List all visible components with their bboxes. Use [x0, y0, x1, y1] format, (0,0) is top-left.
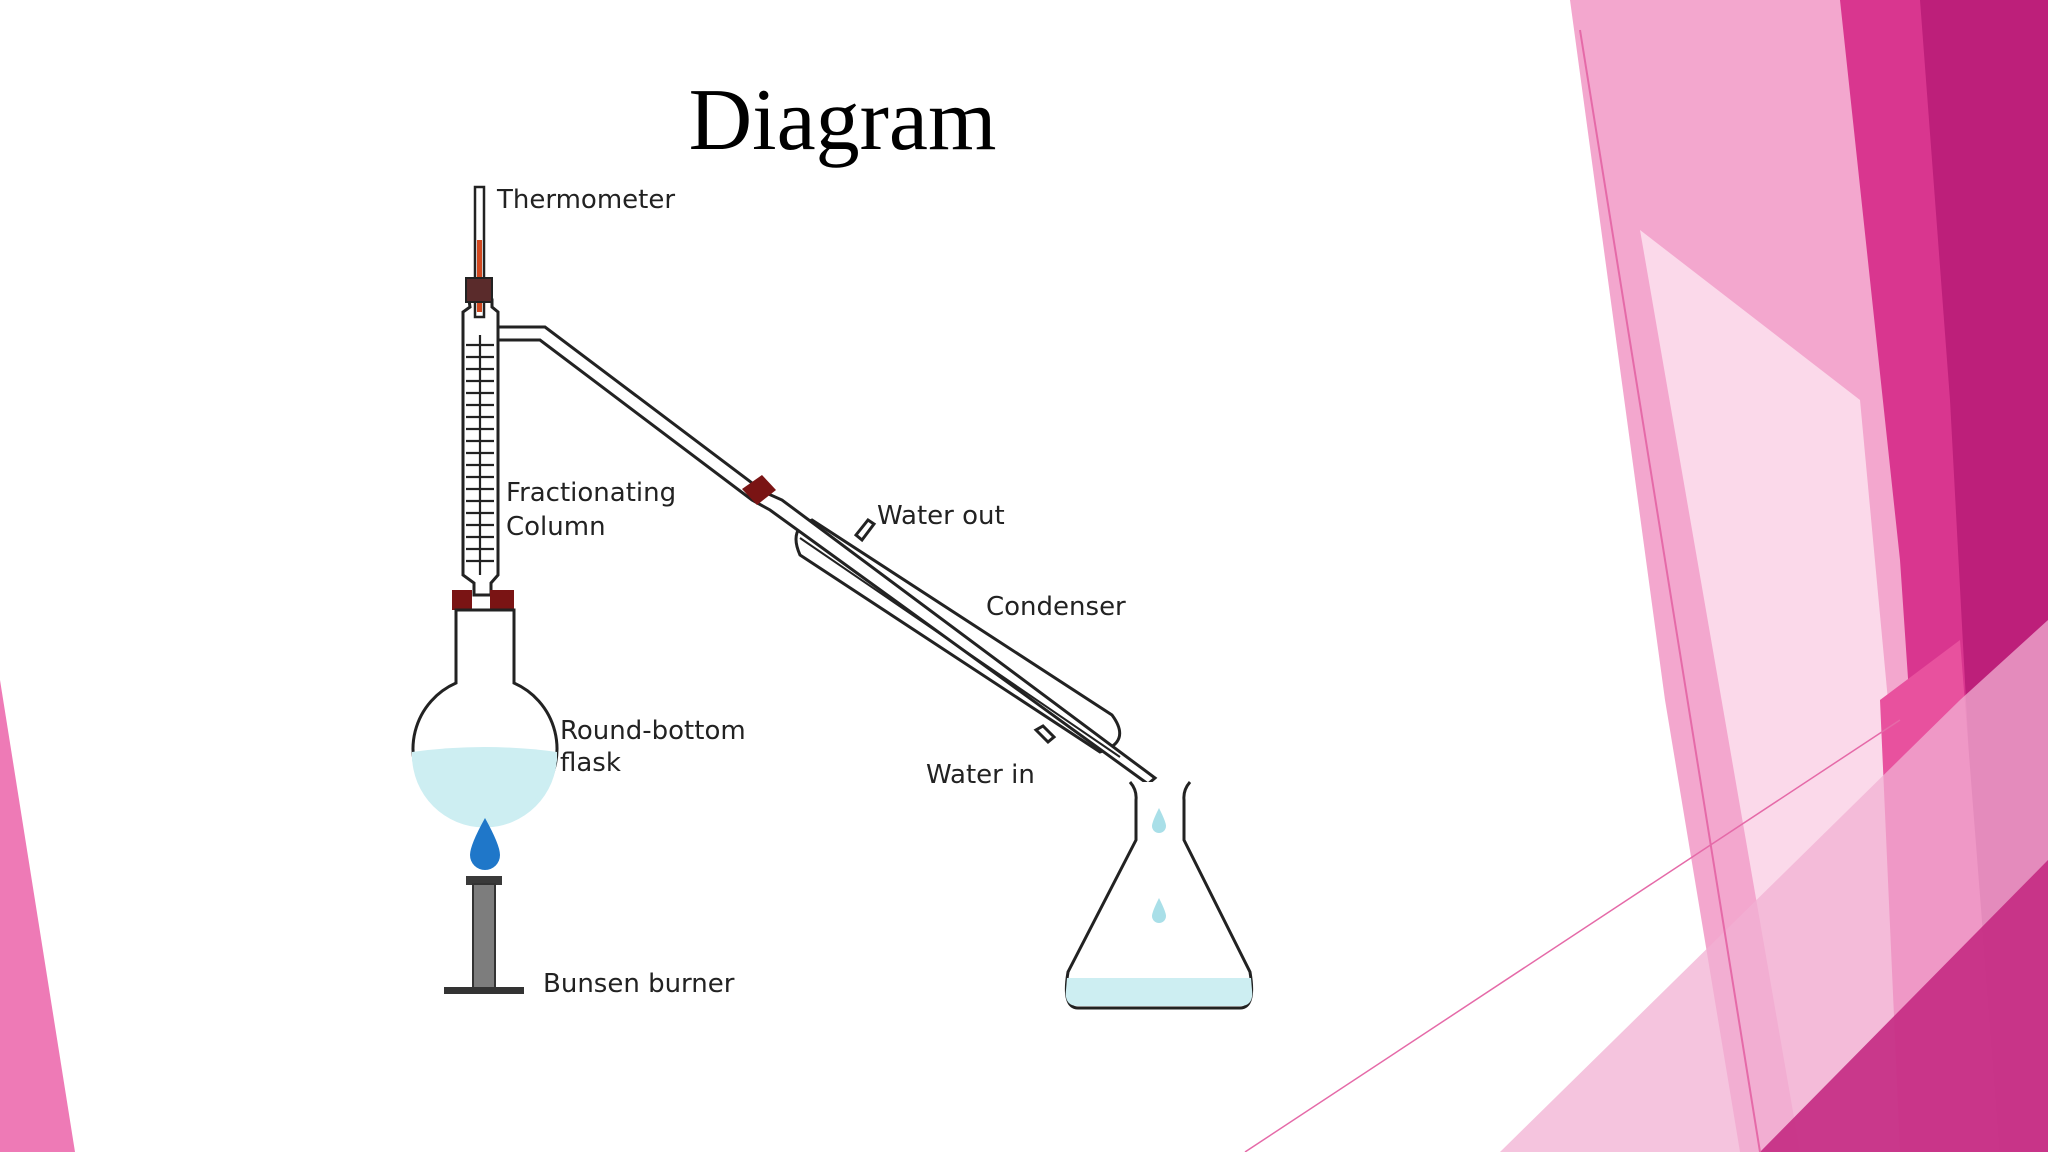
droplet-lower — [1152, 898, 1166, 923]
thermometer-stopper — [465, 277, 493, 303]
water-out-port — [853, 517, 877, 543]
label-fractionating-column-line1: Fractionating — [506, 478, 676, 508]
conical-flask — [1064, 781, 1254, 1010]
bunsen-burner-tube — [472, 883, 496, 990]
label-bunsen-burner: Bunsen burner — [543, 969, 735, 999]
flask-stopper-right — [490, 590, 514, 610]
bottom-pink-dark-shape — [1760, 860, 2048, 1152]
flask-liquid-fill — [412, 747, 557, 820]
slide-title: Diagram — [688, 72, 997, 169]
label-water-in: Water in — [926, 760, 1035, 790]
label-thermometer: Thermometer — [496, 185, 675, 215]
conical-flask-liquid — [1065, 978, 1253, 1006]
condenser-stopper — [742, 475, 776, 505]
water-in-port — [1033, 724, 1057, 745]
label-fractionating-column-line2: Column — [506, 512, 606, 542]
decor-line-1 — [1579, 29, 1761, 1152]
droplet-upper — [1152, 808, 1166, 833]
bunsen-burner-collar — [466, 876, 502, 885]
decor-line-2 — [1244, 719, 1901, 1152]
column-packing — [466, 335, 494, 575]
left-pink-shape — [0, 680, 75, 1152]
condenser-inner-tube — [799, 537, 1121, 758]
label-round-bottom-flask-line1: Round-bottom — [560, 716, 746, 746]
label-water-out: Water out — [877, 501, 1005, 531]
bunsen-flame — [470, 818, 500, 870]
flask-stopper-left — [452, 590, 472, 610]
label-condenser: Condenser — [986, 592, 1126, 622]
bunsen-burner-base — [444, 987, 524, 994]
thermometer-fluid — [477, 240, 482, 312]
label-round-bottom-flask-line2: flask — [560, 748, 621, 778]
